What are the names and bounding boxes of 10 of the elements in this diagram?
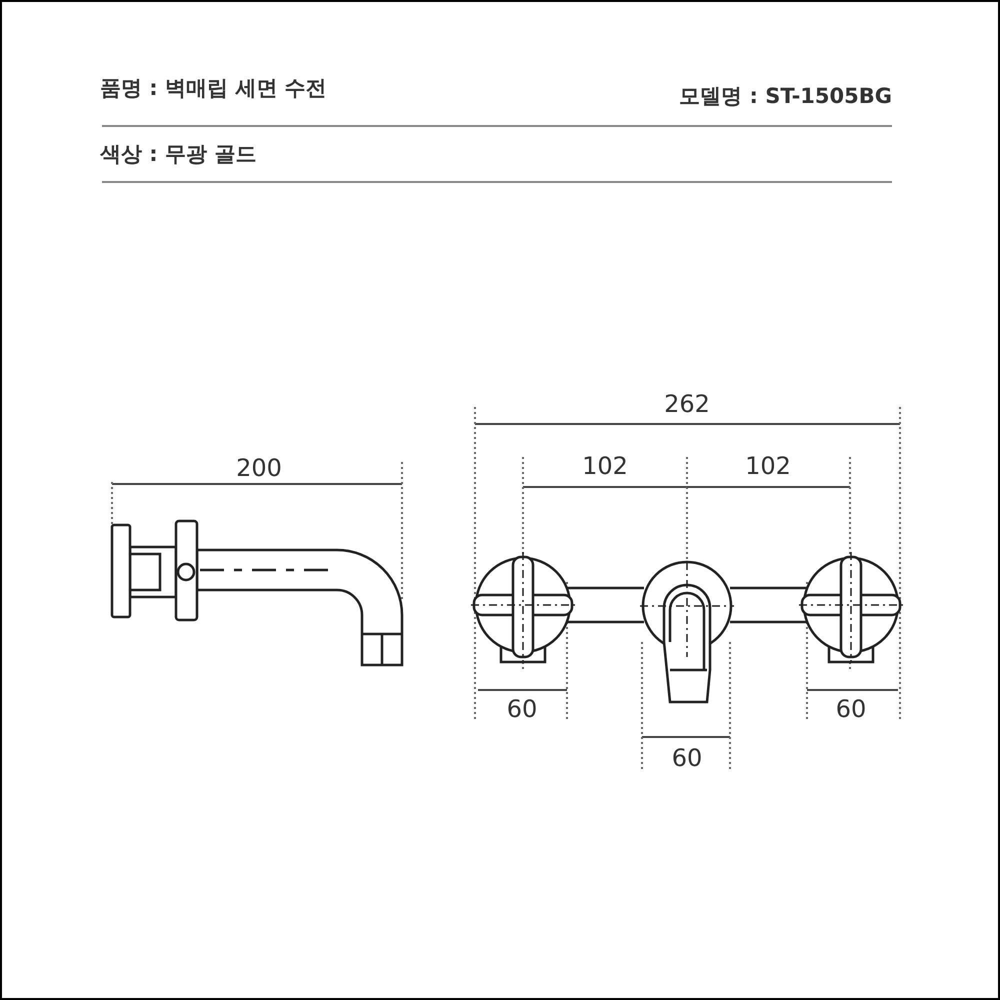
dimension-value: 60 — [672, 744, 702, 772]
dimension-value: 60 — [836, 695, 866, 723]
spec-text: 모델명 : ST-1505BG — [679, 83, 892, 110]
spec-text: 색상 : 무광 골드 — [100, 141, 256, 168]
spec-text: 품명 : 벽매립 세면 수전 — [100, 75, 327, 102]
dimension-value: 60 — [506, 695, 538, 723]
dimension-value: 102 — [582, 452, 628, 480]
dimension-value: 200 — [236, 454, 282, 482]
dimension-value: 102 — [745, 452, 791, 480]
dimension-value: 262 — [664, 390, 710, 418]
